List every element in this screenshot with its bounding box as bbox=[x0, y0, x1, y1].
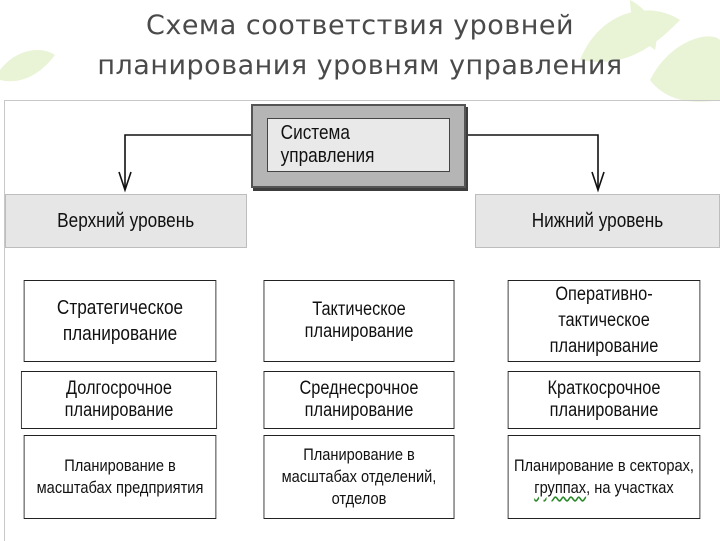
long-term-planning-label: Долгосрочное планирование bbox=[25, 378, 212, 422]
tactical-planning-label: Тактическое планирование bbox=[268, 299, 450, 343]
system-box-inner: Система управления bbox=[267, 118, 450, 172]
enterprise-planning-box: Планирование в масштабах предприятия bbox=[24, 435, 217, 519]
sector-planning-label-part2: группах bbox=[534, 478, 586, 497]
arrow-to-upper-level bbox=[125, 135, 251, 188]
medium-term-planning-label: Среднесрочное планирование bbox=[268, 378, 450, 422]
lower-level-label: Нижний уровень bbox=[532, 210, 664, 233]
strategic-planning-box: Стратегическое планирование bbox=[24, 280, 217, 362]
enterprise-planning-label: Планирование в масштабах предприятия bbox=[28, 455, 212, 499]
strategic-planning-label: Стратегическое планирование bbox=[28, 295, 212, 347]
operational-tactical-planning-label: Оперативно-тактическое планирование bbox=[512, 282, 696, 360]
short-term-planning-label: Краткосрочное планирование bbox=[512, 378, 696, 422]
short-term-planning-box: Краткосрочное планирование bbox=[508, 371, 701, 429]
system-box: Система управления bbox=[251, 104, 466, 188]
lower-level-header: Нижний уровень bbox=[475, 194, 720, 248]
sector-planning-label-part3: , на участках bbox=[586, 478, 674, 497]
tactical-planning-box: Тактическое планирование bbox=[264, 280, 455, 362]
arrow-to-lower-level bbox=[466, 135, 598, 188]
sector-planning-label-part1: Планирование в секторах, bbox=[514, 456, 694, 475]
division-planning-box: Планирование в масштабах отделений, отде… bbox=[264, 435, 455, 519]
upper-level-label: Верхний уровень bbox=[57, 210, 194, 233]
operational-tactical-planning-box: Оперативно-тактическое планирование bbox=[508, 280, 701, 362]
division-planning-label: Планирование в масштабах отделений, отде… bbox=[268, 444, 450, 510]
long-term-planning-box: Долгосрочное планирование bbox=[21, 371, 217, 429]
sector-planning-box: Планирование в секторах, группах, на уча… bbox=[508, 435, 701, 519]
system-label: Система управления bbox=[281, 122, 437, 168]
medium-term-planning-box: Среднесрочное планирование bbox=[264, 371, 455, 429]
upper-level-header: Верхний уровень bbox=[5, 194, 247, 248]
sector-planning-label: Планирование в секторах, группах, на уча… bbox=[512, 455, 696, 499]
